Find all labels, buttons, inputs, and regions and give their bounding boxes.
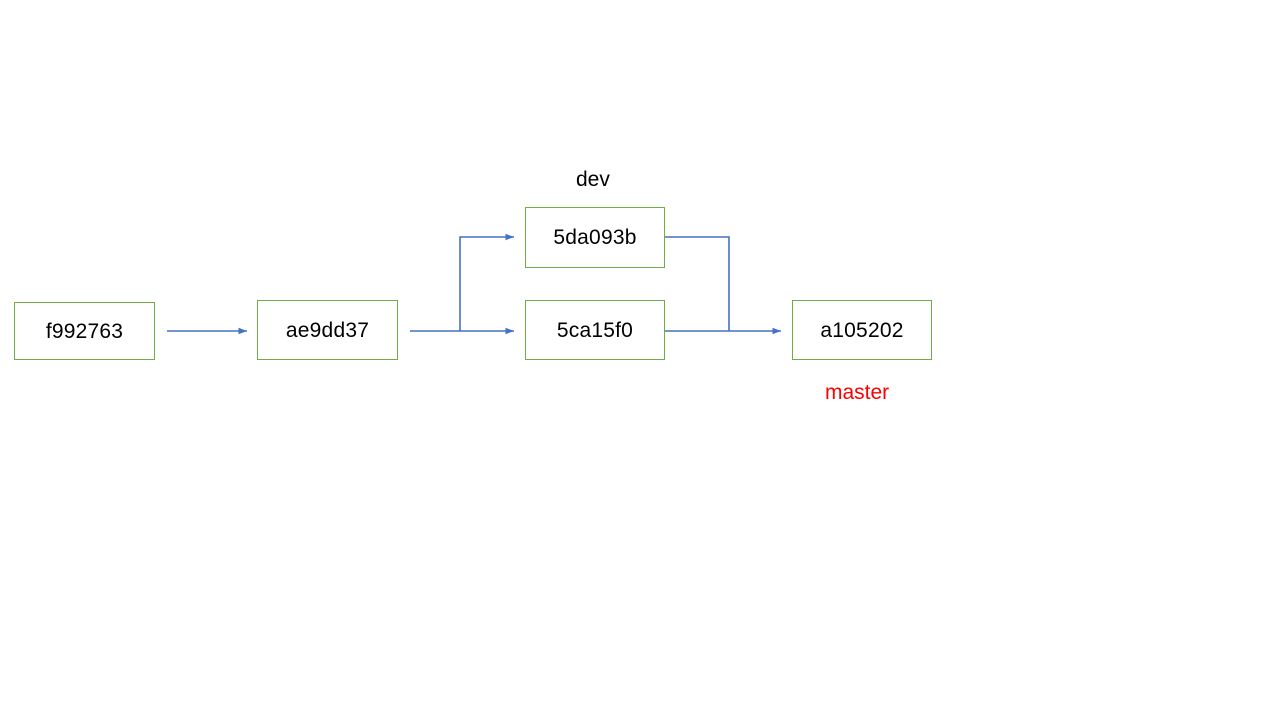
commit-node-label: f992763 [45, 319, 124, 343]
commit-node-label: 5da093b [553, 226, 637, 249]
commit-node-label: 5ca15f0 [556, 318, 634, 342]
commit-node-label: ae9dd37 [285, 318, 370, 342]
commit-node-label: a105202 [820, 318, 904, 342]
commit-node-5ca15f0[interactable]: 5ca15f0 [525, 300, 665, 360]
branch-label-dev: dev [576, 168, 610, 191]
edge-5da093b-to-a105202 [665, 236, 730, 331]
edge-ae9dd37-to-5da093b [459, 233, 514, 331]
commit-node-a105202[interactable]: a105202 [792, 300, 932, 360]
commit-node-5da093b[interactable]: 5da093b [525, 207, 665, 268]
commit-node-f992763[interactable]: f992763 [14, 302, 155, 360]
commit-node-ae9dd37[interactable]: ae9dd37 [257, 300, 398, 360]
branch-label-master: master [825, 381, 890, 404]
